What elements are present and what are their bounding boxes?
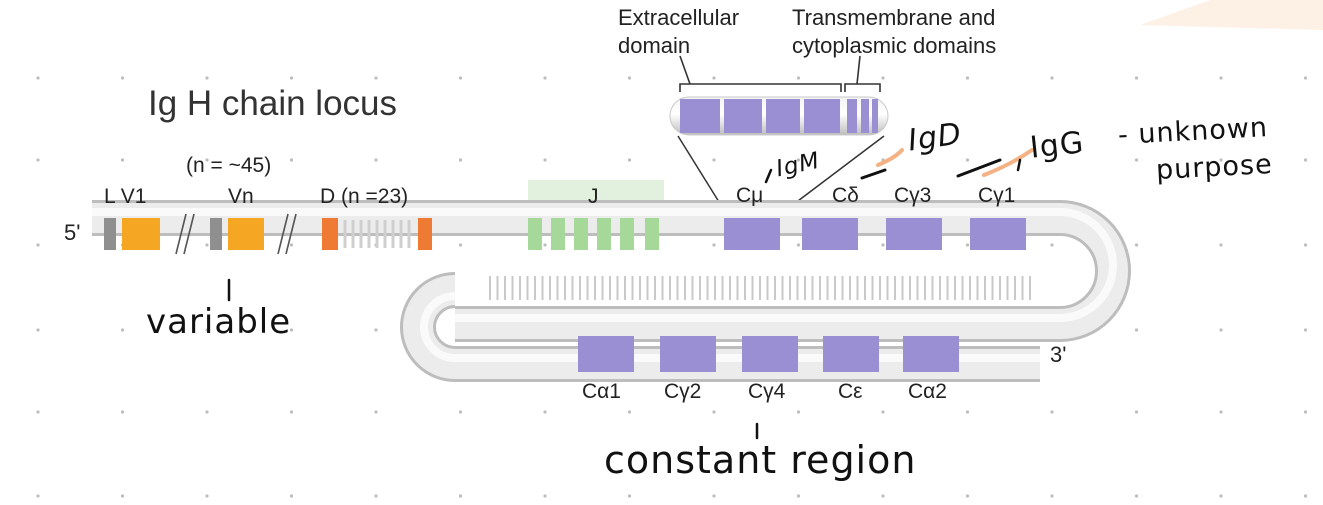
constant-segments-top (724, 218, 1026, 250)
extracellular-label: Extracellular domain (618, 5, 740, 58)
c-gamma1-label: Cγ1 (978, 184, 1016, 207)
igg-annotation: IgG (1028, 125, 1086, 166)
cmu-exon-strip (669, 96, 889, 136)
j-label: J (588, 185, 599, 208)
constant-segments-bottom (578, 336, 959, 372)
dna-tube (92, 200, 1131, 382)
variable-annotation: variable (146, 302, 292, 342)
page-title: Ig H chain locus (148, 84, 398, 123)
vn-label: Vn (228, 185, 254, 208)
c-delta-label: Cδ (832, 184, 859, 207)
igg-note2-annotation: purpose (1155, 148, 1274, 187)
tick-mark-variable: 1 (224, 270, 226, 271)
j-segments (528, 218, 659, 250)
c-epsilon-label: Cε (838, 380, 863, 403)
v-segments (104, 218, 264, 250)
handwritten-strokes (227, 148, 1034, 440)
break-marks (175, 213, 297, 255)
tick-mark-constant: 1 (752, 418, 754, 419)
corner-decoration (1140, 0, 1323, 30)
c-alpha1-label: Cα1 (582, 380, 621, 403)
c-mu-label: Cμ (736, 184, 764, 207)
n45-label: (n = ~45) (186, 154, 272, 177)
igd-annotation: IgD (905, 116, 965, 159)
zoom-lines (677, 135, 885, 211)
c-alpha2-label: Cα2 (908, 380, 947, 403)
three-prime-label: 3' (1050, 342, 1067, 367)
c-gamma4-label: Cγ4 (748, 380, 786, 403)
loop-stripes (489, 276, 1031, 300)
transmembrane-label: Transmembrane and cytoplasmic domains (792, 5, 997, 58)
dot-grid (36, 76, 1308, 498)
d-segments (322, 218, 432, 250)
five-prime-label: 5' (64, 220, 81, 245)
c-gamma2-label: Cγ2 (664, 380, 702, 403)
c-gamma3-label: Cγ3 (894, 184, 932, 207)
constant-annotation: constant region (604, 438, 917, 482)
lv1-label: L V1 (104, 185, 147, 208)
d-label: D (n =23) (320, 185, 409, 208)
domain-brackets (679, 55, 881, 92)
